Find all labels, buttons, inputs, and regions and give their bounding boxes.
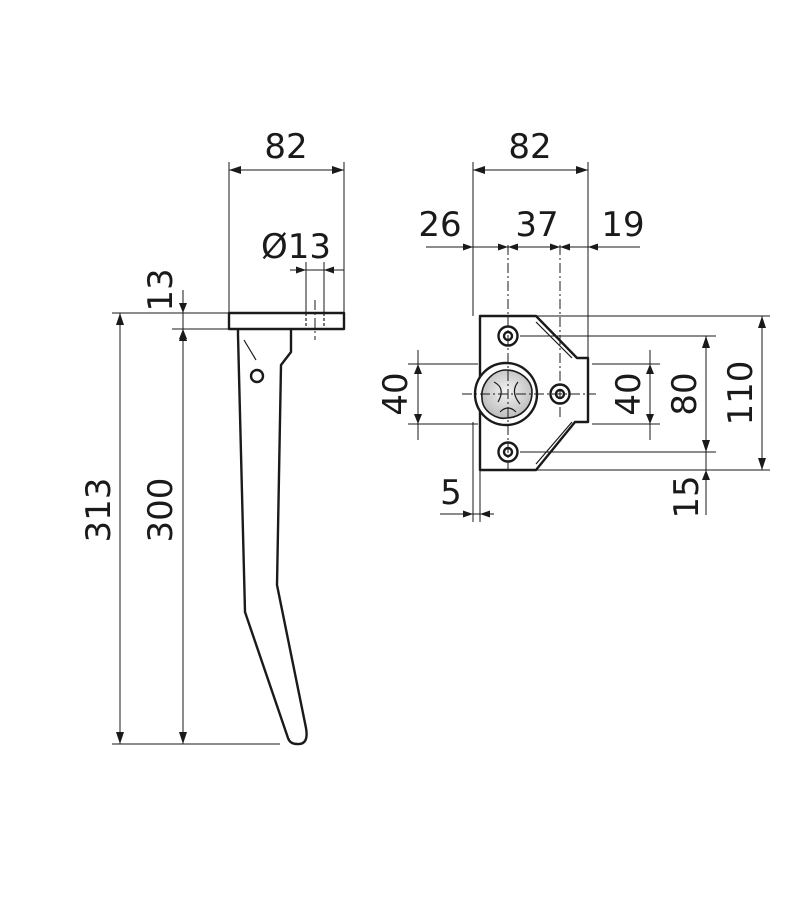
total-height-label: 313 xyxy=(79,478,119,543)
right-hole-spacing-label: 40 xyxy=(609,372,649,415)
hole-spacing-label: 37 xyxy=(515,205,558,245)
blade-height-label: 300 xyxy=(141,478,181,543)
dim-arrows xyxy=(473,166,588,174)
left-hole-spacing-label: 40 xyxy=(376,372,416,415)
bottom-offset-label: 15 xyxy=(667,475,707,518)
side-width-label: 82 xyxy=(264,127,307,167)
plate-thickness-label: 13 xyxy=(141,268,181,311)
side-view: 82 Ø13 13 313 300 xyxy=(79,127,346,746)
dim-arrows xyxy=(702,336,710,452)
dim-arrows xyxy=(463,510,490,518)
chamfer-line-bottom xyxy=(535,421,573,465)
blade-profile xyxy=(236,326,308,746)
edge-offset-label: 5 xyxy=(440,473,462,513)
front-view: 82 26 37 19 40 40 80 110 15 xyxy=(376,127,770,522)
dim-arrows xyxy=(296,266,334,274)
outer-hole-spacing-label: 80 xyxy=(665,372,705,415)
dim-arrows xyxy=(229,166,344,174)
offset-right-label: 19 xyxy=(601,205,644,245)
total-height-110-label: 110 xyxy=(721,361,761,426)
hole-diameter-label: Ø13 xyxy=(261,227,331,267)
chamfer-line-top xyxy=(535,321,573,359)
pivot-hole-icon xyxy=(249,368,265,384)
blade-neck-line xyxy=(243,339,257,361)
offset-left-label: 26 xyxy=(418,205,461,245)
mounting-plate xyxy=(227,311,346,331)
dim-arrows xyxy=(702,470,710,480)
front-width-label: 82 xyxy=(508,127,551,167)
